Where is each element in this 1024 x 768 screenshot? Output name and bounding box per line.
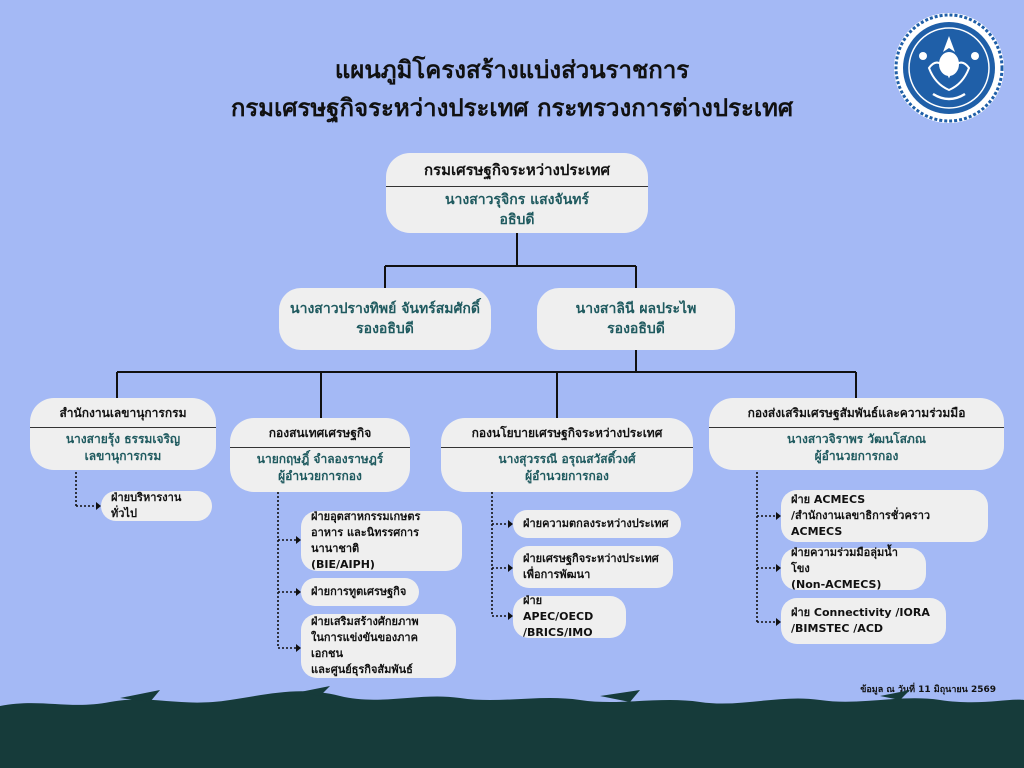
section-economic-diplomacy: ฝ่ายการทูตเศรษฐกิจ — [301, 578, 419, 606]
division-3-position: ผู้อำนวยการกอง — [525, 468, 609, 483]
section-line: /สำนักงานเลขาธิการชั่วคราว ACMECS — [791, 509, 931, 538]
section-line: ฝ่ายอุตสาหกรรมเกษตร — [311, 510, 421, 524]
division-1-position: เลขานุการกรม — [84, 448, 162, 463]
section-line: อาหาร และนิทรรศการนานาชาติ — [311, 526, 420, 555]
section-line: (BIE/AIPH) — [311, 557, 375, 571]
section-international-economics-development: ฝ่ายเศรษฐกิจระหว่างประเทศ เพื่อการพัฒนา — [513, 546, 673, 588]
section-line: ฝ่ายการทูตเศรษฐกิจ — [311, 585, 407, 599]
section-line: ฝ่ายความร่วมมือลุ่มน้ำโขง — [791, 546, 898, 576]
director-unit: กรมเศรษฐกิจระหว่างประเทศ — [386, 153, 648, 187]
section-line: ฝ่าย APEC/OECD — [523, 594, 594, 624]
division-2-unit: กองสนเทศเศรษฐกิจ — [230, 418, 410, 448]
division-4-position: ผู้อำนวยการกอง — [814, 448, 899, 463]
deputy-1-box: นางสาวปรางทิพย์ จันทร์สมศักดิ์ รองอธิบดี — [279, 288, 491, 350]
division-4-name: นางสาวจิราพร วัฒนโสภณ — [787, 432, 926, 446]
division-international-economic-policy-box: กองนโยบายเศรษฐกิจระหว่างประเทศ นางสุวรรณ… — [441, 418, 693, 492]
section-line: ฝ่าย ACMECS — [791, 493, 866, 507]
division-economic-information-box: กองสนเทศเศรษฐกิจ นายกฤษฎิ์ จำลองราษฎร์ ผ… — [230, 418, 410, 492]
section-line: ฝ่ายบริหารงานทั่วไป — [111, 491, 182, 520]
section-line: ฝ่ายเศรษฐกิจระหว่างประเทศ — [523, 552, 659, 566]
director-box: กรมเศรษฐกิจระหว่างประเทศ นางสาวรุจิกร แส… — [386, 153, 648, 233]
ministry-seal-logo — [894, 13, 1004, 123]
director-position: อธิบดี — [499, 211, 535, 228]
division-3-name: นางสุวรรณี อรุณสวัสดิ์วงศ์ — [498, 452, 636, 466]
section-acmecs: ฝ่าย ACMECS /สำนักงานเลขาธิการชั่วคราว A… — [781, 490, 988, 542]
deputy-2-box: นางสาลินี ผลประไพ รองอธิบดี — [537, 288, 735, 350]
division-4-unit: กองส่งเสริมเศรษฐสัมพันธ์และความร่วมมือ — [709, 398, 1004, 428]
section-agro-industry-bie-aiph: ฝ่ายอุตสาหกรรมเกษตร อาหาร และนิทรรศการนา… — [301, 510, 462, 571]
division-3-unit: กองนโยบายเศรษฐกิจระหว่างประเทศ — [441, 418, 693, 448]
section-line: /BIMSTEC /ACD — [791, 622, 884, 635]
division-economic-relations-box: กองส่งเสริมเศรษฐสัมพันธ์และความร่วมมือ น… — [709, 398, 1004, 470]
section-line: ฝ่ายเสริมสร้างศักยภาพ — [311, 615, 419, 629]
section-private-sector-competitiveness: ฝ่ายเสริมสร้างศักยภาพ ในการแข่งขันของภาค… — [301, 614, 456, 678]
division-secretariat-box: สำนักงานเลขานุการกรม นางสายรุ้ง ธรรมเจริ… — [30, 398, 216, 470]
section-line: เพื่อการพัฒนา — [523, 568, 591, 581]
division-1-unit: สำนักงานเลขานุการกรม — [30, 398, 216, 428]
section-line: ฝ่ายความตกลงระหว่างประเทศ — [523, 517, 669, 531]
section-line: /BRICS/IMO — [523, 625, 593, 639]
data-as-of-note: ข้อมูล ณ วันที่ 11 มิถุนายน 2569 — [860, 685, 996, 695]
section-general-admin: ฝ่ายบริหารงานทั่วไป — [101, 491, 212, 521]
section-connectivity-iora-bimstec-acd: ฝ่าย Connectivity /IORA /BIMSTEC /ACD — [781, 598, 946, 644]
section-apec-oecd-brics-imo: ฝ่าย APEC/OECD /BRICS/IMO — [513, 594, 626, 639]
ground-decoration — [0, 686, 1024, 768]
deputy-1-name: นางสาวปรางทิพย์ จันทร์สมศักดิ์ — [290, 300, 480, 317]
chart-title-line1: แผนภูมิโครงสร้างแบ่งส่วนราชการ — [334, 56, 690, 84]
chart-title-line2: กรมเศรษฐกิจระหว่างประเทศ กระทรวงการต่างป… — [230, 94, 794, 122]
section-line: (Non-ACMECS) — [791, 577, 882, 591]
section-line: ในการแข่งขันของภาคเอกชน — [311, 631, 418, 660]
section-line: และศูนย์ธุรกิจสัมพันธ์ — [311, 662, 413, 676]
deputy-2-position: รองอธิบดี — [607, 321, 665, 337]
deputy-1-position: รองอธิบดี — [356, 321, 414, 337]
director-name: นางสาวรุจิกร แสงจันทร์ — [444, 192, 590, 208]
section-line: ฝ่าย Connectivity /IORA — [791, 606, 930, 620]
division-1-name: นางสายรุ้ง ธรรมเจริญ — [65, 432, 181, 446]
division-2-name: นายกฤษฎิ์ จำลองราษฎร์ — [256, 452, 384, 466]
section-international-agreements: ฝ่ายความตกลงระหว่างประเทศ — [513, 510, 681, 538]
deputy-2-name: นางสาลินี ผลประไพ — [575, 300, 697, 317]
section-mekong-cooperation: ฝ่ายความร่วมมือลุ่มน้ำโขง (Non-ACMECS) — [781, 546, 926, 591]
division-2-position: ผู้อำนวยการกอง — [278, 468, 362, 483]
